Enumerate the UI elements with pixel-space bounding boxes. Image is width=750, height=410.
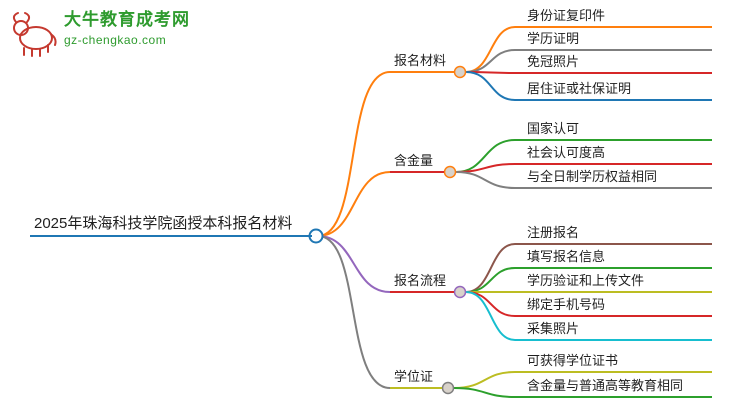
- link-to-register: [465, 243, 516, 293]
- link-root-to-degree-certificate: [317, 235, 391, 389]
- leaf-education-certificate[interactable]: 学历证明: [515, 29, 712, 51]
- link-root-to-registration-materials: [317, 71, 391, 237]
- link-to-nationally-recognized: [455, 139, 516, 173]
- link-root-to-value: [317, 171, 391, 237]
- leaf-same-rights-as-fulltime[interactable]: 与全日制学历权益相同: [515, 167, 712, 189]
- leaf-residence-or-social-security[interactable]: 居住证或社保证明: [515, 79, 712, 101]
- root-node[interactable]: 2025年珠海科技学院函授本科报名材料: [30, 213, 312, 237]
- branch-registration-materials[interactable]: 报名材料: [390, 51, 454, 73]
- branch-value[interactable]: 含金量: [390, 151, 444, 173]
- leaf-bareheaded-photo[interactable]: 免冠照片: [515, 52, 712, 74]
- link-to-social-recognition: [455, 163, 516, 173]
- site-name: 大牛教育成考网: [64, 10, 190, 29]
- link-to-collect-photo: [465, 291, 516, 341]
- bull-icon: [12, 12, 57, 57]
- node-circle-registration-materials[interactable]: [453, 65, 467, 79]
- site-url: gz-chengkao.com: [64, 33, 167, 47]
- leaf-high-social-recognition[interactable]: 社会认可度高: [515, 143, 712, 165]
- node-circle-degree-certificate[interactable]: [441, 381, 455, 395]
- link-to-degree-obtainable: [453, 371, 516, 389]
- leaf-degree-certificate-obtainable[interactable]: 可获得学位证书: [515, 351, 712, 373]
- leaf-verify-and-upload[interactable]: 学历验证和上传文件: [515, 271, 712, 293]
- branch-degree-certificate[interactable]: 学位证: [390, 367, 442, 389]
- logo-text-block: 大牛教育成考网 gz-chengkao.com: [64, 8, 190, 48]
- leaf-id-card-copy[interactable]: 身份证复印件: [515, 6, 712, 28]
- leaf-nationally-recognized[interactable]: 国家认可: [515, 119, 712, 141]
- link-to-bind-phone: [465, 291, 516, 317]
- link-to-value-same-regular-he: [453, 387, 516, 398]
- leaf-register[interactable]: 注册报名: [515, 223, 712, 245]
- site-logo[interactable]: 大牛教育成考网 gz-chengkao.com: [10, 8, 190, 58]
- leaf-value-same-as-regular-higher-ed[interactable]: 含金量与普通高等教育相同: [515, 376, 712, 398]
- branch-registration-process[interactable]: 报名流程: [390, 271, 454, 293]
- link-to-bareheaded-photo: [465, 71, 516, 74]
- node-circle-value[interactable]: [443, 165, 457, 179]
- link-root-to-registration-process: [317, 235, 391, 293]
- leaf-fill-registration-info[interactable]: 填写报名信息: [515, 247, 712, 269]
- link-to-residence-or-social: [465, 71, 516, 101]
- link-to-id-card-copy: [465, 26, 516, 73]
- leaf-collect-photo[interactable]: 采集照片: [515, 319, 712, 341]
- link-to-same-rights: [455, 171, 516, 189]
- link-to-education-certificate: [465, 49, 516, 73]
- link-to-fill-info: [465, 267, 516, 293]
- node-circle-registration-process[interactable]: [453, 285, 467, 299]
- leaf-bind-phone-number[interactable]: 绑定手机号码: [515, 295, 712, 317]
